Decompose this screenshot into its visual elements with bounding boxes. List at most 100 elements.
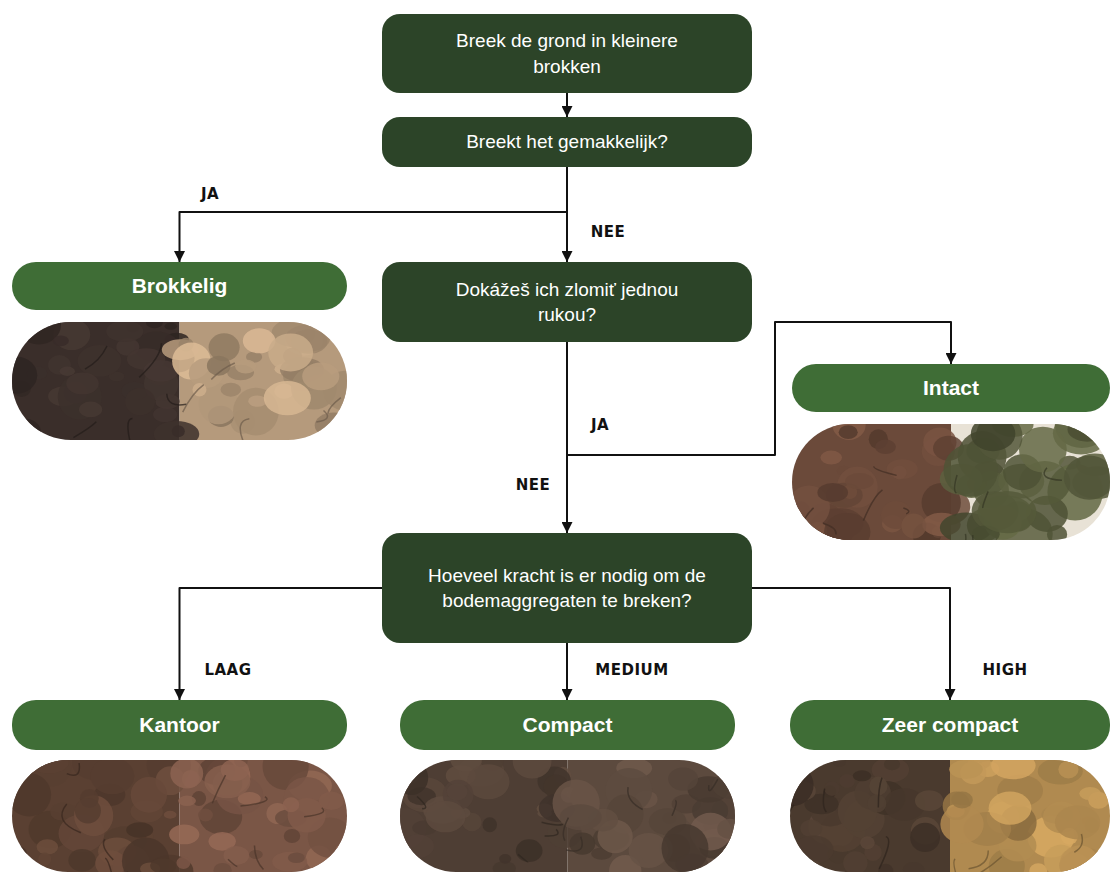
soil-clod [12,773,51,816]
soil-texture [790,760,950,872]
soil-clod [800,819,822,837]
question-box: Dokážeš ich zlomiť jednou rukou? [382,262,752,342]
soil-clod [1058,761,1078,779]
soil-clod [949,760,983,779]
result-box: Zeer compact [790,700,1110,750]
question-box: Breek de grond in kleinere brokken [382,14,752,93]
box-text: Brokkelig [132,273,228,299]
soil-clod [991,760,1036,779]
connector [180,588,383,700]
result-box: Kantoor [12,700,347,750]
soil-clod [288,853,305,864]
soil-clod [131,777,167,813]
box-text: Hoeveel kracht is er nodig om de bodemag… [417,563,717,613]
result-box: Intact [792,364,1110,412]
soil-clod [224,846,250,865]
soil-clod [79,402,102,418]
soil-clod [853,770,871,781]
soil-clod [845,473,874,489]
soil-clod [68,849,95,872]
soil-crack [803,508,814,527]
soil-clod [951,791,973,808]
soil-clod [336,843,347,855]
soil-clod [516,839,543,862]
soil-crack [823,789,826,812]
soil-crack [183,385,204,413]
soil-crack [903,508,908,514]
box-text: Intact [923,375,979,401]
box-text: Kantoor [139,712,220,738]
soil-crack [62,804,81,833]
soil-clod [910,823,940,852]
soil-clod [513,760,552,778]
soil-clod [284,829,300,843]
soil-crack [328,398,341,414]
soil-clod [903,862,924,872]
soil-clod [915,790,943,811]
soil-clod [400,858,422,872]
soil-crack [212,775,225,803]
connector [180,167,568,262]
soil-crack [969,851,989,869]
soil-clod [319,792,344,810]
soil-crack [105,858,112,872]
soil-clod [790,764,814,806]
soil-clod [832,424,865,440]
soil-clod [868,794,887,812]
soil-clod [74,795,113,836]
soil-clod [1047,525,1067,540]
soil-clod [153,407,177,423]
question-box: Hoeveel kracht is er nodig om de bodemag… [382,533,752,643]
soil-crack [211,363,235,379]
connector [752,588,950,700]
soil-photo [790,760,1110,872]
soil-crack [790,805,794,831]
connector [566,93,568,117]
soil-clod [272,852,307,872]
soil-clod [30,760,69,773]
soil-clod [90,760,134,794]
soil-clod [12,845,27,865]
soil-clod [221,383,241,397]
soil-clod [164,811,177,819]
box-text: Breekt het gemakkelijk? [466,129,668,154]
soil-crack [1044,468,1062,481]
result-box: Brokkelig [12,262,347,310]
box-text: Zeer compact [882,712,1019,738]
edge-label: NEE [588,222,629,242]
soil-clod [198,809,213,822]
soil-clod [66,373,99,395]
soil-crack [228,859,237,866]
soil-crack [863,490,882,521]
soil-clod [150,858,176,872]
soil-clod [315,413,347,439]
soil-crack [304,808,324,817]
edge-label: JA [198,184,222,204]
soil-crack [167,394,187,405]
soil-crack [67,763,80,775]
soil-clod [820,451,842,465]
result-box: Compact [400,700,735,750]
soil-crack [1074,834,1082,852]
soil-crack [801,857,811,866]
soil-crack [417,797,426,809]
soil-clod [75,798,101,824]
soil-clod [901,514,926,539]
soil-crack [983,491,988,508]
soil-clod [60,367,75,376]
soil-clod [717,819,735,839]
edge-label: LAAG [201,660,254,680]
soil-clod [302,363,339,391]
soil-clod [125,388,155,415]
soil-clod [482,817,497,832]
soil-crack [879,837,889,869]
soil-clod [875,440,896,455]
soil-clod [839,425,858,439]
soil-clod [78,345,122,377]
soil-clod [892,465,907,479]
soil-clod [106,322,143,342]
soil-clod [400,761,428,796]
soil-clod [176,857,190,869]
soil-crack [1097,859,1109,872]
soil-crack [823,523,836,534]
